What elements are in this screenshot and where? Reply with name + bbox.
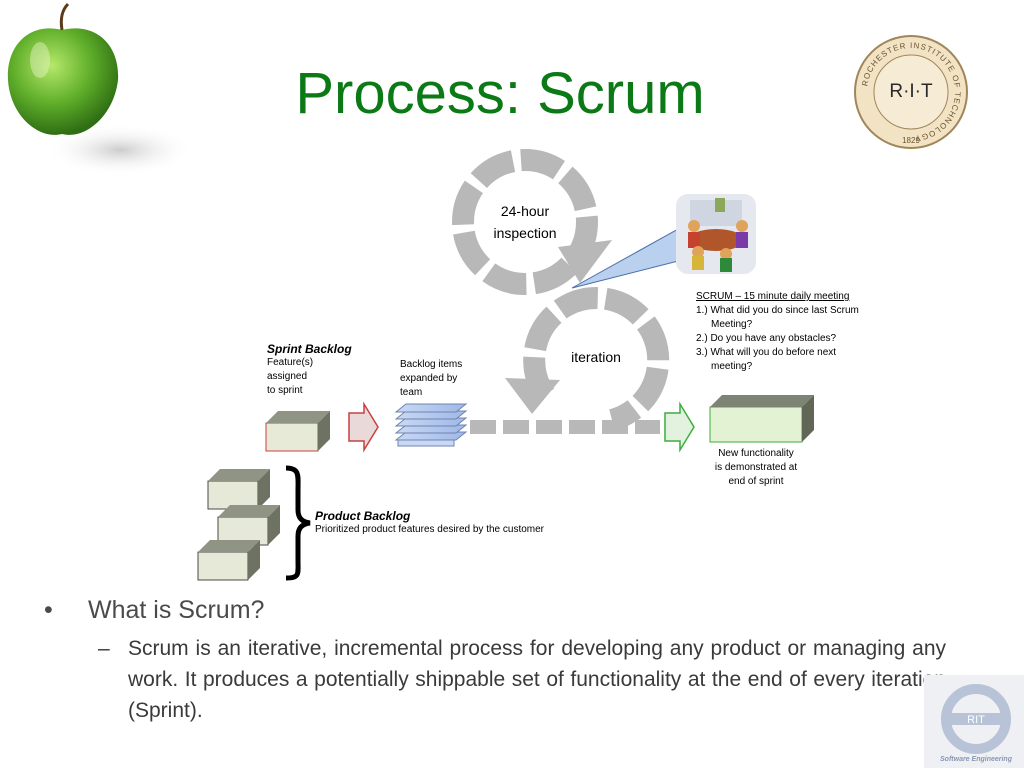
rit-seal-text: R·I·T	[889, 81, 933, 102]
bullet-sub-text: Scrum is an iterative, incremental proce…	[128, 637, 946, 722]
slide-title: Process: Scrum	[295, 61, 705, 126]
inspection-loop	[452, 149, 612, 295]
se-logo-text: RIT	[967, 714, 985, 726]
sprint-backlog-line1: Feature(s)	[267, 357, 314, 368]
sprint-backlog-line2: assigned	[267, 371, 308, 382]
scrum-question-1-cont: Meeting?	[711, 319, 753, 330]
sprint-backlog-box	[265, 411, 330, 452]
new-functionality-label: New functionality is demonstrated at end…	[700, 447, 812, 489]
bullet-item-sub: – Scrum is an iterative, incremental pro…	[40, 633, 950, 726]
backlog-items-line3: team	[400, 387, 423, 398]
new-functionality-line3: end of sprint	[728, 476, 784, 487]
new-functionality-line1: New functionality	[718, 448, 794, 459]
apple-logo	[0, 0, 195, 185]
iteration-label: iteration	[571, 349, 621, 365]
product-backlog-description: Prioritized product features desired by …	[315, 524, 544, 535]
inspection-label-line2: inspection	[493, 225, 556, 241]
red-arrow	[348, 401, 379, 453]
scrum-diagram: 24-hour inspection iteration	[197, 149, 814, 581]
backlog-items-label: Backlog items expanded by team	[400, 358, 490, 400]
rit-software-engineering-logo: RIT Software Engineering	[924, 675, 1024, 768]
iteration-loop	[470, 287, 670, 434]
bullet-main-text: What is Scrum?	[88, 596, 265, 624]
green-arrow	[664, 401, 695, 453]
sprint-backlog-label: Sprint Backlog Feature(s) assigned to sp…	[267, 342, 387, 398]
bullet-dash: –	[98, 637, 110, 660]
scrum-meeting-image	[676, 194, 756, 274]
sprint-backlog-title: Sprint Backlog	[267, 342, 352, 356]
scrum-question-3: 3.) What will you do before next	[696, 347, 837, 358]
rit-seal-year: 1829	[902, 136, 920, 145]
bullet-dot: •	[44, 596, 53, 624]
scrum-question-1: 1.) What did you do since last Scrum	[696, 305, 859, 316]
scrum-question-2: 2.) Do you have any obstacles?	[696, 333, 837, 344]
sprint-backlog-line3: to sprint	[267, 385, 303, 396]
scrum-question-3-cont: meeting?	[711, 361, 753, 372]
inspection-label-line1: 24-hour	[501, 203, 550, 219]
scrum-meeting-heading: SCRUM – 15 minute daily meeting	[696, 291, 850, 302]
new-functionality-line2: is demonstrated at	[714, 462, 798, 473]
product-backlog-title: Product Backlog	[315, 509, 411, 523]
backlog-items-line2: expanded by	[400, 373, 458, 384]
curly-brace	[285, 465, 311, 581]
backlog-items-line1: Backlog items	[400, 359, 463, 370]
bullet-list: • What is Scrum? – Scrum is an iterative…	[40, 596, 950, 726]
scrum-meeting-notes: SCRUM – 15 minute daily meeting 1.) What…	[696, 290, 896, 374]
product-backlog-boxes	[197, 469, 280, 581]
rit-seal-logo: ROCHESTER INSTITUTE OF TECHNOLOGY R·I·T …	[852, 33, 970, 151]
product-backlog-label: Product Backlog Prioritized product feat…	[315, 509, 635, 537]
new-functionality-box	[709, 395, 814, 443]
bullet-item-main: • What is Scrum?	[40, 596, 950, 625]
backlog-items-stack	[394, 403, 468, 447]
se-logo-caption: Software Engineering	[940, 756, 1013, 763]
